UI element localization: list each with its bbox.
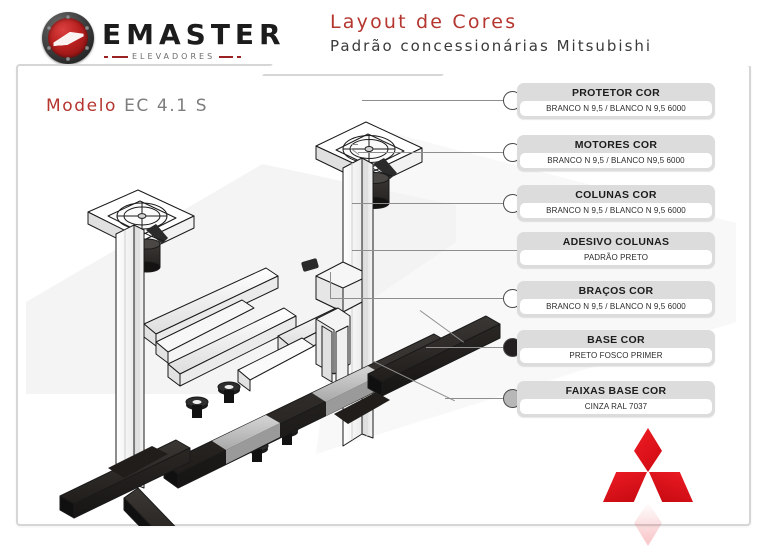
base-front-foot [367,315,501,397]
mitsubishi-logo-reflection [598,502,698,546]
lift-arm-rear-left [143,267,279,364]
base-stripe [226,423,280,464]
leader-line [362,100,504,101]
leader-line [352,203,504,204]
emblem-screw-icon [85,26,89,30]
page-title: Layout de Cores [330,11,518,33]
legend-title: COLUNAS COR [575,189,657,201]
brand-tagline: ELEVADORES [132,52,216,61]
mitsubishi-diamond-right [649,472,693,502]
leader-line [358,152,504,153]
emblem-screw-icon [47,26,51,30]
legend-title: MOTORES COR [574,139,658,151]
tagline-dash-icon [219,55,234,58]
legend-item-colunas[interactable]: COLUNAS COR BRANCO N 9,5 / BLANCO N 9,5 … [517,185,715,221]
base-stripe [212,415,280,450]
leader-line [426,347,504,348]
legend-item-bracos[interactable]: BRAÇOS COR BRANCO N 9,5 / BLANCO N 9,5 6… [517,281,715,317]
legend-item-adesivo[interactable]: ADESIVO COLUNAS PADRÃO PRETO [517,232,715,268]
brand-tagline-row: ELEVADORES [104,52,254,61]
brand-name: EMASTER [102,18,286,51]
legend-title: FAIXAS BASE COR [565,385,667,397]
front-carriage [301,258,363,313]
model-value: EC 4.1 S [124,96,209,116]
page-header: EMASTER ELEVADORES Layout de Cores Padrã… [0,0,767,72]
base-stripe [312,366,382,402]
leader-line [330,272,331,299]
tagline-dash-icon [112,55,128,58]
page-title-block: Layout de Cores Padrão concessionárias M… [330,11,652,55]
rear-column-body [115,224,145,497]
leader-line [419,310,464,343]
legend-spec: CINZA RAL 7037 [520,399,712,414]
emblem-screw-icon [85,46,89,50]
emblem-screw-icon [47,46,51,50]
legend-title: PROTETOR COR [572,87,660,99]
emblem-screw-icon [66,15,70,19]
legend-spec: BRANCO N 9,5 / BLANCO N 9,5 6000 [520,203,712,218]
arm-yoke [315,307,351,383]
rear-column-base-pad [108,446,168,478]
legend-spec: BRANCO N 9,5 / BLANCO N 9,5 6000 [520,299,712,314]
leader-line [445,398,504,399]
car-lift-illustration [16,64,751,546]
legend-title: BASE COR [587,334,645,346]
mitsubishi-logo-icon [598,428,698,520]
model-prefix: Modelo [46,96,118,116]
legend-item-faixas[interactable]: FAIXAS BASE COR CINZA RAL 7037 [517,381,715,417]
mitsubishi-diamond-top [634,428,662,472]
legend-title: ADESIVO COLUNAS [562,236,670,248]
page-subtitle: Padrão concessionárias Mitsubishi [330,37,653,55]
emaster-emblem-icon [42,12,94,64]
tagline-dash-icon [104,55,108,58]
leader-line [371,360,455,402]
leader-line [352,144,358,145]
arm-pad [185,396,209,418]
mitsubishi-diamond-left [603,472,647,502]
model-line: Modelo EC 4.1 S [46,96,208,116]
legend-spec: PADRÃO PRETO [520,250,712,265]
lift-arm-rear-right [167,307,297,387]
front-column-base-pad [334,392,390,424]
emaster-logo: EMASTER ELEVADORES [42,8,281,66]
frame-notch-fill [300,62,752,66]
legend-item-motores[interactable]: MOTORES COR BRANCO N 9,5 / BLANCO N9,5 6… [517,135,715,171]
legend-item-protetor[interactable]: PROTETOR COR BRANCO N 9,5 / BLANCO N 9,5… [517,83,715,119]
leader-line [330,298,504,299]
legend-spec: BRANCO N 9,5 / BLANCO N 9,5 6000 [520,101,712,116]
leader-line [352,250,517,251]
tagline-dash-icon [237,55,242,58]
legend-spec: PRETO FOSCO PRIMER [520,348,712,363]
legend-title: BRAÇOS COR [578,285,654,297]
reflection-diamond-top [634,502,662,546]
emblem-screw-icon [66,57,70,61]
arm-pad [217,381,241,403]
legend-item-base[interactable]: BASE COR PRETO FOSCO PRIMER [517,330,715,366]
legend-spec: BRANCO N 9,5 / BLANCO N9,5 6000 [520,153,712,168]
